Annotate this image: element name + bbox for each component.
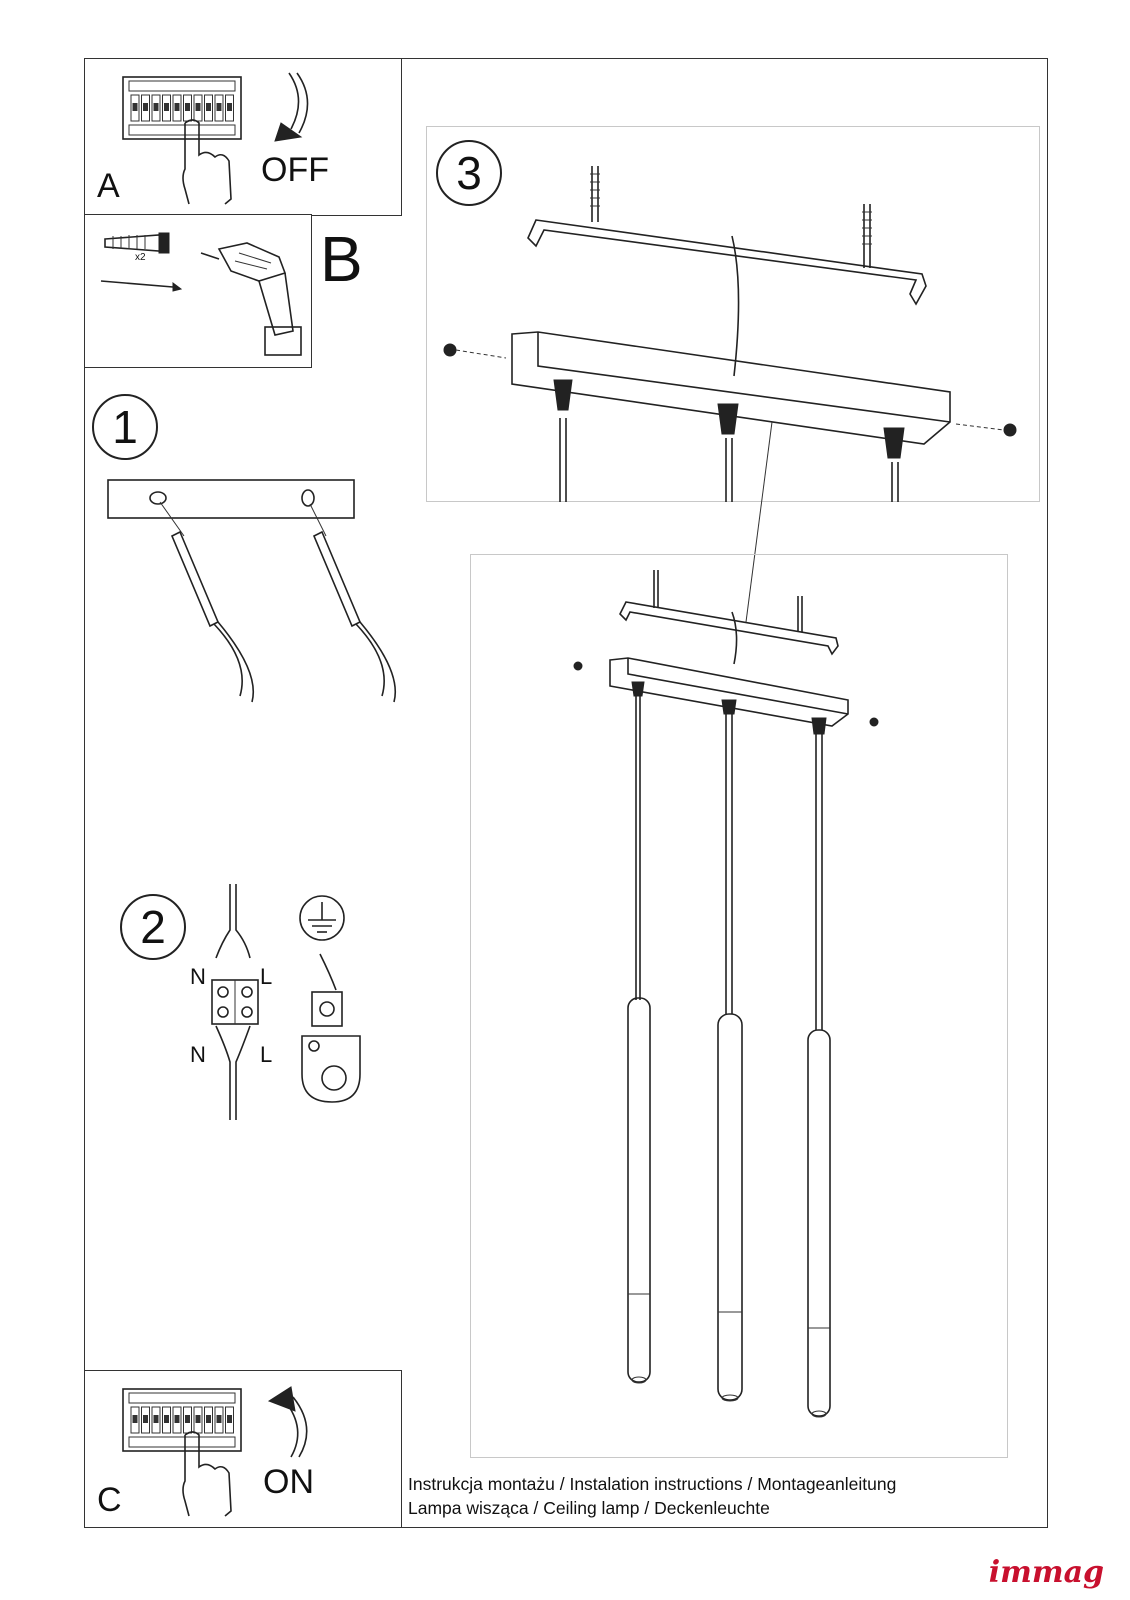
canopy-mounting-detail — [443, 166, 1017, 623]
breaker-toggle — [206, 103, 211, 111]
step-a-panel: A OFF — [84, 58, 402, 216]
breaker-switch — [204, 1406, 213, 1434]
step-3-number: 3 — [436, 140, 502, 206]
breaker-toggle — [164, 1415, 169, 1423]
assembled-pendant-lamp — [573, 570, 879, 1418]
breaker-toggle — [174, 103, 180, 111]
step-2-number: 2 — [120, 894, 186, 960]
breaker-toggle — [164, 103, 169, 111]
breaker-switch — [151, 1406, 161, 1434]
breaker-switch — [225, 1406, 234, 1434]
breaker-toggle — [174, 1415, 180, 1423]
breaker-switch — [162, 94, 171, 122]
breaker-switch — [204, 94, 213, 122]
live-label-top: L — [260, 964, 273, 989]
breaker-switch — [214, 94, 224, 122]
step-1-number: 1 — [92, 394, 158, 460]
breaker-toggle — [132, 1415, 138, 1423]
breaker-toggle — [216, 103, 222, 111]
assembled-lamp-panel — [470, 554, 1008, 1458]
step-b-panel: x2 — [84, 214, 312, 368]
breaker-switch — [130, 94, 140, 122]
breaker-switch — [162, 1406, 171, 1434]
breaker-toggle — [227, 1415, 232, 1423]
breaker-toggle — [143, 103, 148, 111]
breaker-switch — [193, 94, 203, 122]
breaker-toggle — [153, 1415, 159, 1423]
breaker-toggle — [185, 103, 190, 111]
breaker-toggle — [195, 103, 201, 111]
live-label-bottom: L — [260, 1042, 273, 1067]
step-c-panel: C ON — [84, 1370, 402, 1528]
breaker-toggle — [185, 1415, 190, 1423]
breaker-toggle — [132, 103, 138, 111]
breaker-toggle — [216, 1415, 222, 1423]
breaker-switch — [141, 94, 150, 122]
breaker-switch — [141, 1406, 150, 1434]
step-b-letter: B — [320, 223, 363, 295]
ground-symbol-icon — [299, 895, 361, 1103]
breaker-panel-on-icon — [122, 1386, 308, 1517]
instruction-sheet-frame — [84, 58, 1048, 1528]
on-label: ON — [263, 1463, 314, 1501]
breaker-switch — [193, 1406, 203, 1434]
breaker-toggle — [143, 1415, 148, 1423]
off-label: OFF — [261, 151, 329, 189]
breaker-switch — [151, 94, 161, 122]
breaker-switch — [130, 1406, 140, 1434]
mounting-bar-drilling-diagram — [107, 479, 396, 703]
anchor-count-label: x2 — [135, 252, 146, 263]
breaker-switch — [214, 1406, 224, 1434]
step-c-letter: C — [97, 1481, 122, 1519]
wall-plug-and-screw-icon — [100, 232, 183, 292]
breaker-switch — [225, 94, 234, 122]
terminal-block-wiring-diagram — [211, 884, 259, 1120]
caption-line-1: Instrukcja montażu / Instalation instruc… — [408, 1474, 897, 1494]
brand-logo: immag — [988, 1555, 1104, 1590]
step-3-detail-panel — [426, 126, 1040, 502]
drill-icon — [200, 242, 302, 356]
neutral-label-top: N — [190, 964, 206, 989]
breaker-panel-off-icon — [122, 72, 309, 205]
breaker-switch — [172, 94, 182, 122]
breaker-toggle — [227, 103, 232, 111]
breaker-toggle — [206, 1415, 211, 1423]
step-a-letter: A — [97, 167, 120, 205]
caption-line-2: Lampa wisząca / Ceiling lamp / Deckenleu… — [408, 1498, 770, 1518]
neutral-label-bottom: N — [190, 1042, 206, 1067]
breaker-toggle — [153, 103, 159, 111]
breaker-toggle — [195, 1415, 201, 1423]
breaker-switch — [172, 1406, 182, 1434]
